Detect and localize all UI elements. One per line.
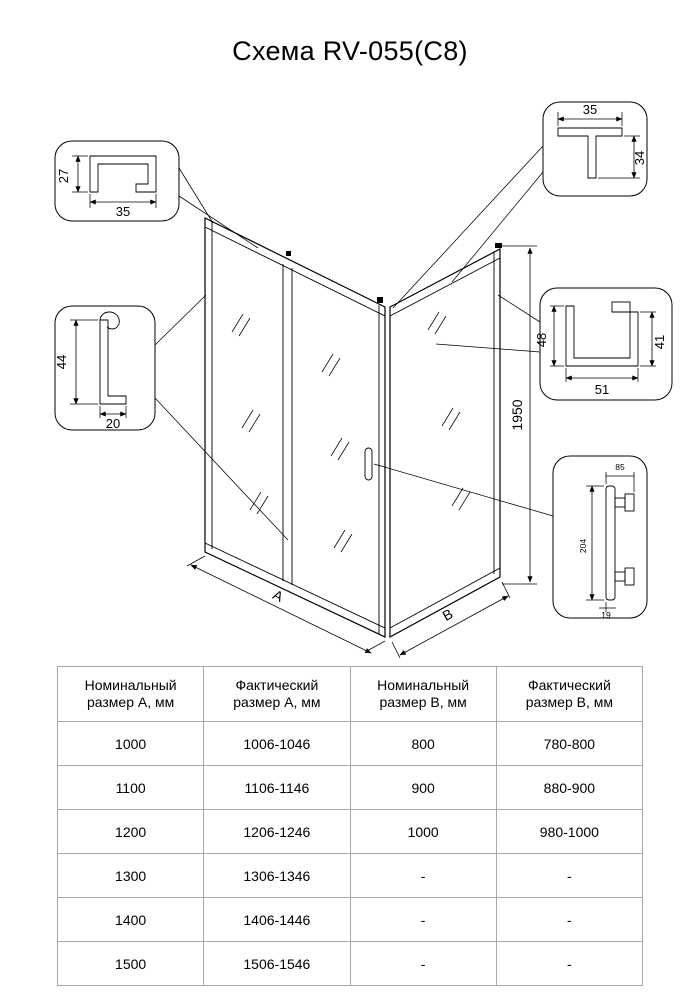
table-cell: 980-1000 xyxy=(495,809,644,854)
detail-bubble-top-corner xyxy=(542,101,648,197)
detail-bubble-wall-profile xyxy=(54,305,156,431)
header-nominal-a: Номинальный размер А, мм xyxy=(56,666,205,722)
detail2-height-label: 44 xyxy=(54,355,69,369)
header-actual-b: Фактический размер В, мм xyxy=(495,666,644,722)
table-cell: 1100 xyxy=(56,765,205,810)
detail-top-rail-profile: 27 35 xyxy=(56,155,157,219)
dimension-height: 1950 xyxy=(502,245,537,585)
table-row: 1100 1106-1146 900 880-900 xyxy=(56,765,644,810)
table-cell: - xyxy=(349,897,497,942)
detail3-height-label: 34 xyxy=(632,151,647,165)
table-cell: 1106-1146 xyxy=(203,765,351,810)
table-row: 1000 1006-1046 800 780-800 xyxy=(56,721,644,766)
detail4-left-label: 48 xyxy=(534,333,549,347)
detail5-height-label: 204 xyxy=(578,539,588,553)
leader-lines xyxy=(154,145,554,541)
header-nominal-b: Номинальный размер В, мм xyxy=(349,666,497,722)
dim-height-label: 1950 xyxy=(509,399,525,430)
table-cell: - xyxy=(495,853,644,898)
dim-b-label: B xyxy=(440,605,456,624)
table-row: 1300 1306-1346 - - xyxy=(56,853,644,898)
header-actual-a: Фактический размер А, мм xyxy=(203,666,351,722)
detail4-width-label: 51 xyxy=(595,382,609,397)
table-cell: 1000 xyxy=(349,809,497,854)
roller-knob xyxy=(286,251,291,256)
detail1-height-label: 27 xyxy=(56,169,71,183)
detail-bubble-bottom-rail xyxy=(539,287,673,401)
table-cell: - xyxy=(349,941,497,986)
table-cell: 780-800 xyxy=(495,721,644,766)
table-cell: 900 xyxy=(349,765,497,810)
detail3-width-label: 35 xyxy=(583,102,597,117)
dim-a-label: A xyxy=(270,586,286,605)
detail4-right-label: 41 xyxy=(652,335,667,349)
table-cell: 1006-1046 xyxy=(203,721,351,766)
page-title: Схема RV-055(C8) xyxy=(232,36,468,66)
table-cell: 800 xyxy=(349,721,497,766)
table-row: 1200 1206-1246 1000 980-1000 xyxy=(56,809,644,854)
detail-top-corner-profile: 35 34 xyxy=(557,102,647,179)
shower-enclosure-drawing: 27 35 44 20 35 xyxy=(54,101,673,659)
table-cell: 1500 xyxy=(56,941,205,986)
table-cell: - xyxy=(495,897,644,942)
table-row: 1500 1506-1546 - - xyxy=(56,941,644,986)
detail5-width-label: 85 xyxy=(615,462,625,472)
table-cell: 1406-1446 xyxy=(203,897,351,942)
table-cell: - xyxy=(495,941,644,986)
dimension-b: B xyxy=(391,581,511,659)
table-cell: 1506-1546 xyxy=(203,941,351,986)
door-handle xyxy=(364,447,373,481)
table-cell: 1200 xyxy=(56,809,205,854)
table-cell: 1400 xyxy=(56,897,205,942)
detail2-width-label: 20 xyxy=(106,416,120,431)
dimension-a: A xyxy=(186,555,386,654)
table-header-row: Номинальный размер А, мм Фактический раз… xyxy=(56,666,644,722)
size-table: Номинальный размер А, мм Фактический раз… xyxy=(56,666,644,986)
detail-wall-profile: 44 20 xyxy=(54,311,127,431)
table-cell: - xyxy=(349,853,497,898)
table-cell: 1206-1246 xyxy=(203,809,351,854)
detail-bubble-handle xyxy=(552,455,648,619)
front-door-unit xyxy=(204,217,386,638)
table-cell: 1000 xyxy=(56,721,205,766)
table-row: 1400 1406-1446 - - xyxy=(56,897,644,942)
detail-bottom-rail-profile: 48 41 51 xyxy=(534,301,667,397)
table-cell: 880-900 xyxy=(495,765,644,810)
table-cell: 1300 xyxy=(56,853,205,898)
table-cell: 1306-1346 xyxy=(203,853,351,898)
detail-handle: 85 204 19 xyxy=(578,462,635,620)
corner-knob xyxy=(377,297,383,303)
side-panel xyxy=(389,243,502,639)
side-panel-cap xyxy=(495,243,502,248)
detail5-depth-label: 19 xyxy=(601,610,611,620)
detail1-width-label: 35 xyxy=(116,204,130,219)
